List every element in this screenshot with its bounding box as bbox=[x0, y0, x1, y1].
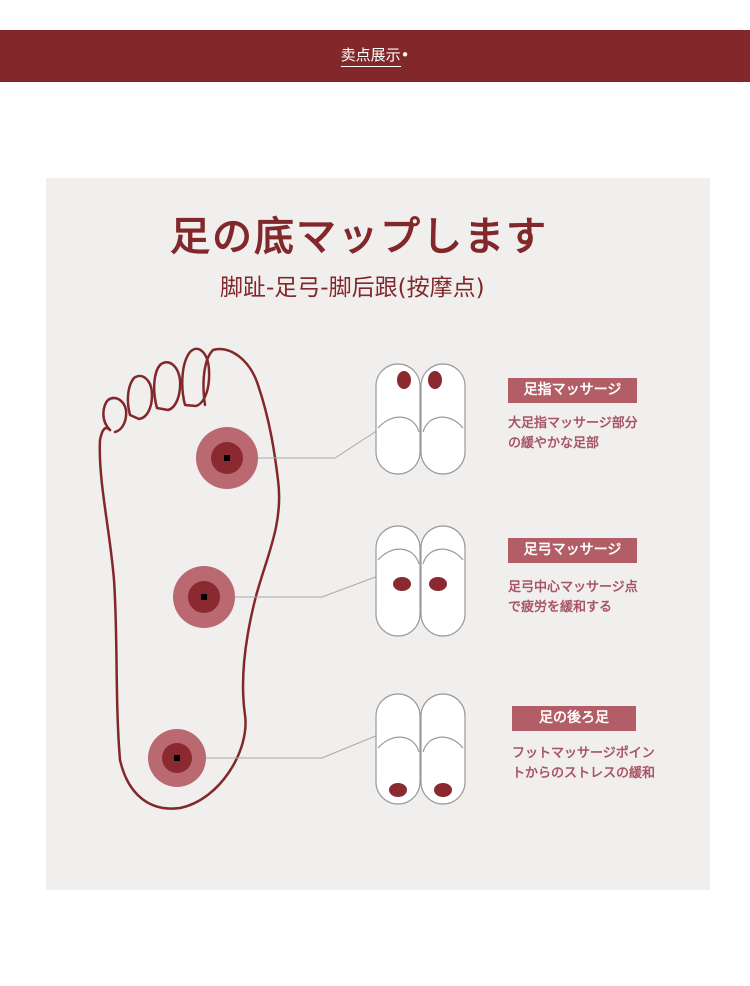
leader-line-arch bbox=[204, 575, 379, 598]
desc-arch-massage: 足弓中心マッサージ点 で疲労を緩和する bbox=[508, 578, 678, 618]
header-dot: • bbox=[400, 46, 410, 64]
page-title: 足の底マップします bbox=[170, 213, 548, 260]
leader-line-heel bbox=[177, 734, 379, 759]
desc-arch-line1: 足弓中心マッサージ点 bbox=[508, 580, 638, 595]
header-title-text: 卖点展示 bbox=[340, 46, 401, 67]
badge-heel-massage: 足の後ろ足 bbox=[512, 706, 636, 731]
desc-toe-line1: 大足指マッサージ部分 bbox=[508, 416, 638, 431]
badge-arch-massage: 足弓マッサージ bbox=[508, 538, 637, 563]
slipper-pair-toe bbox=[375, 363, 466, 475]
desc-toe-massage: 大足指マッサージ部分 の緩やかな足部 bbox=[508, 414, 678, 454]
header-title: 卖点展示• bbox=[0, 45, 750, 67]
page-subtitle: 脚趾-足弓-脚后跟(按摩点) bbox=[220, 275, 485, 301]
header-bar: 卖点展示• bbox=[0, 30, 750, 82]
slipper-pair-heel bbox=[375, 693, 466, 805]
slipper-pair-arch bbox=[375, 525, 466, 637]
desc-toe-line2: の緩やかな足部 bbox=[508, 436, 600, 451]
foot-outline bbox=[98, 347, 281, 810]
leader-line-toe bbox=[228, 429, 379, 459]
desc-heel-line2: トからのストレスの緩和 bbox=[512, 766, 656, 781]
desc-heel-massage: フットマッサージポイン トからのストレスの緩和 bbox=[512, 744, 682, 784]
leader-lines bbox=[177, 429, 379, 759]
badge-toe-massage: 足指マッサージ bbox=[508, 378, 637, 403]
massage-point-toe bbox=[196, 427, 258, 489]
desc-arch-line2: で疲労を緩和する bbox=[508, 600, 613, 615]
massage-point-arch bbox=[173, 566, 235, 628]
desc-heel-line1: フットマッサージポイン bbox=[512, 746, 655, 761]
massage-point-heel bbox=[148, 729, 206, 787]
